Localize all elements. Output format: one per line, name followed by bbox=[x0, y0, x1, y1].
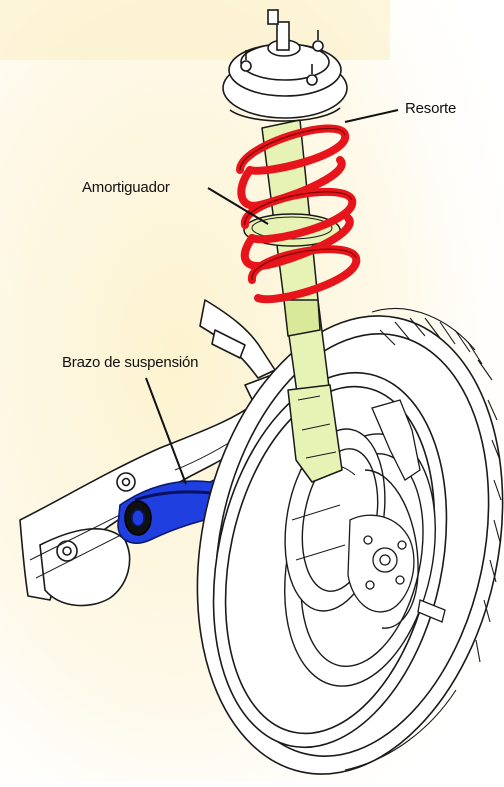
label-amortiguador: Amortiguador bbox=[82, 179, 170, 196]
label-resorte: Resorte bbox=[405, 100, 456, 117]
label-brazo-de-suspension: Brazo de suspensión bbox=[62, 354, 198, 371]
background-wash-top bbox=[0, 0, 390, 60]
